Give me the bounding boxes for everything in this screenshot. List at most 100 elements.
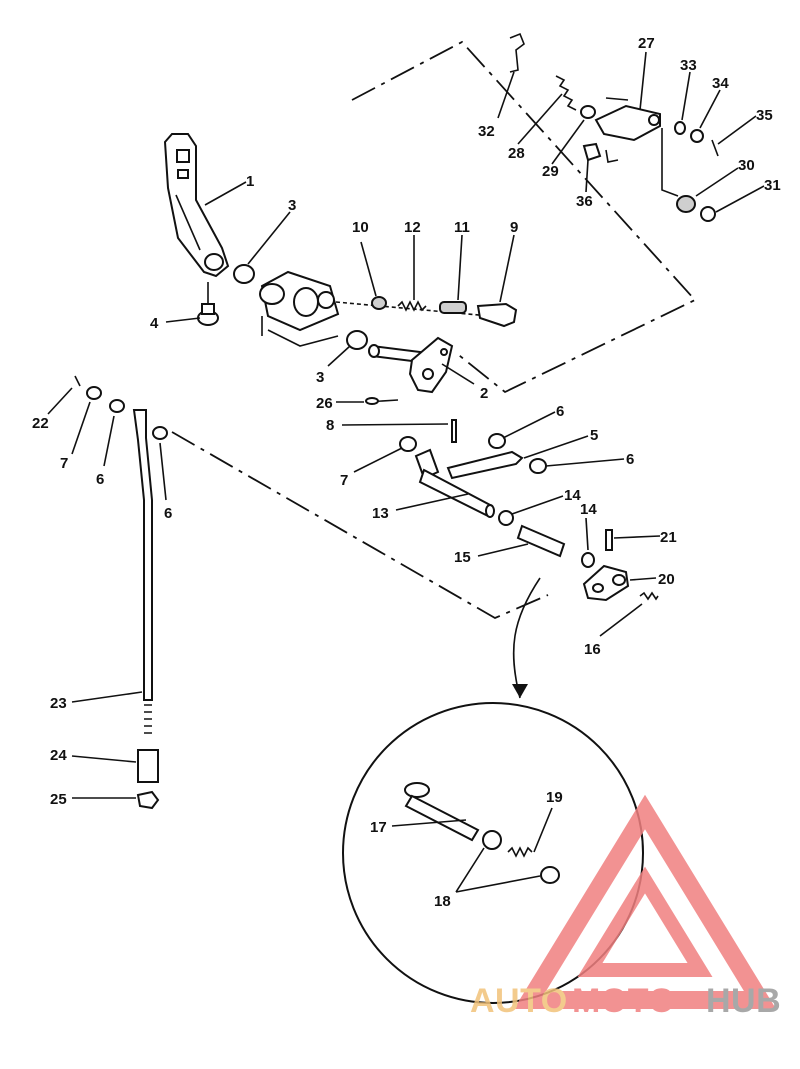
callout-16: 16 bbox=[584, 641, 601, 658]
callout-20: 20 bbox=[658, 571, 675, 588]
callout-1: 1 bbox=[246, 173, 254, 190]
callout-30: 30 bbox=[738, 157, 755, 174]
callout-4: 4 bbox=[150, 315, 159, 332]
shift-lever-part bbox=[163, 133, 230, 278]
callout-14-b: 14 bbox=[580, 501, 597, 518]
callout-34: 34 bbox=[712, 75, 729, 92]
callout-3-lower: 3 bbox=[316, 369, 324, 386]
throttle-cam-27 bbox=[594, 104, 661, 142]
washer-14-a bbox=[498, 510, 514, 526]
callout-6-mid-b: 6 bbox=[626, 451, 634, 468]
spring-16 bbox=[639, 591, 659, 601]
callout-26: 26 bbox=[316, 395, 333, 412]
callout-5: 5 bbox=[590, 427, 598, 444]
callout-7-left: 7 bbox=[60, 455, 68, 472]
callout-18: 18 bbox=[434, 893, 451, 910]
washer-7-mid bbox=[399, 436, 417, 452]
callout-6-left-a: 6 bbox=[96, 471, 104, 488]
callout-29: 29 bbox=[542, 163, 559, 180]
callout-15: 15 bbox=[454, 549, 471, 566]
callout-6-mid-a: 6 bbox=[556, 403, 564, 420]
detent-spring-12 bbox=[397, 300, 427, 312]
pin-35 bbox=[711, 139, 719, 157]
clip-32 bbox=[509, 32, 525, 73]
washer-29 bbox=[580, 105, 596, 119]
screw-36 bbox=[582, 142, 602, 162]
detail-spring-19 bbox=[507, 846, 533, 858]
callout-21: 21 bbox=[660, 529, 677, 546]
rod-end-link bbox=[661, 128, 679, 197]
spring-28 bbox=[555, 75, 577, 111]
bellcrank-shaft-13 bbox=[414, 448, 495, 518]
callout-14-a: 14 bbox=[564, 487, 581, 504]
washer-33 bbox=[674, 121, 686, 135]
pin-21 bbox=[605, 529, 613, 551]
shift-rod-23 bbox=[132, 409, 153, 734]
watermark-brand-auto: AUTO bbox=[470, 982, 568, 1020]
callout-13: 13 bbox=[372, 505, 389, 522]
watermark-logo: AUTO MOTO HUB bbox=[470, 794, 781, 1020]
callout-27: 27 bbox=[638, 35, 655, 52]
pivot-plate-20-hole bbox=[592, 583, 604, 593]
throttle-cam-27-hub bbox=[648, 114, 660, 126]
cotter-pin-26-head bbox=[365, 397, 379, 405]
washer-6-left-b bbox=[152, 426, 168, 440]
callout-19: 19 bbox=[546, 789, 563, 806]
callout-labels: 1 3 4 3 2 10 12 11 9 26 8 6 5 6 7 13 14 … bbox=[32, 35, 781, 910]
shaft-housing-part bbox=[259, 270, 340, 347]
washer-7-left bbox=[86, 386, 102, 400]
washer-3-lower bbox=[346, 330, 368, 350]
callout-9: 9 bbox=[510, 219, 518, 236]
washer-14-b bbox=[581, 552, 595, 568]
pivot-plate-20-hub bbox=[612, 574, 626, 586]
shift-shaft-part bbox=[368, 336, 454, 394]
sleeve-15 bbox=[516, 524, 566, 558]
callout-8: 8 bbox=[326, 417, 334, 434]
pin-8 bbox=[451, 419, 457, 443]
bushing-30 bbox=[676, 195, 696, 213]
detail-inset-arrow bbox=[512, 577, 541, 699]
lever-bolt-part bbox=[197, 282, 219, 326]
washer-6-left-a bbox=[109, 399, 125, 413]
jam-nut-25 bbox=[136, 790, 160, 810]
watermark-brand-moto: MOTO bbox=[572, 982, 675, 1020]
leader-lines bbox=[47, 51, 765, 893]
washer-3-upper bbox=[233, 264, 255, 284]
callout-17: 17 bbox=[370, 819, 387, 836]
detail-inset-arrowhead bbox=[512, 684, 528, 698]
callout-11: 11 bbox=[454, 219, 470, 236]
callout-32: 32 bbox=[478, 123, 495, 140]
upper-group-outline bbox=[351, 40, 697, 394]
bracket-outline bbox=[605, 97, 629, 163]
detail-bushing-18-b bbox=[540, 866, 560, 884]
detent-sleeve-11 bbox=[439, 301, 467, 314]
callout-3-upper: 3 bbox=[288, 197, 296, 214]
callout-7-mid: 7 bbox=[340, 472, 348, 489]
callout-10: 10 bbox=[352, 219, 369, 236]
washer-6-mid-a bbox=[488, 433, 506, 449]
callout-33: 33 bbox=[680, 57, 697, 74]
cotter-pin-22 bbox=[74, 375, 81, 387]
lower-group-outline bbox=[171, 431, 549, 620]
watermark-triangle-outer bbox=[513, 794, 777, 1009]
callout-28: 28 bbox=[508, 145, 525, 162]
callout-24: 24 bbox=[50, 747, 67, 764]
watermark-triangle-inner bbox=[577, 866, 713, 977]
link-rod-5 bbox=[446, 450, 524, 480]
watermark-brand-hub: HUB bbox=[706, 982, 781, 1020]
callout-36: 36 bbox=[576, 193, 593, 210]
washer-6-mid-b bbox=[529, 458, 547, 474]
detail-shaft-17 bbox=[404, 782, 480, 842]
nut-31 bbox=[700, 206, 716, 222]
detent-plug-9 bbox=[476, 302, 518, 328]
callout-22: 22 bbox=[32, 415, 49, 432]
callout-31: 31 bbox=[764, 177, 781, 194]
nut-34 bbox=[690, 129, 704, 143]
coupling-nut-24 bbox=[137, 749, 159, 783]
callout-6-left-b: 6 bbox=[164, 505, 172, 522]
callout-12: 12 bbox=[404, 219, 421, 236]
detent-ball-10 bbox=[371, 296, 387, 310]
callout-25: 25 bbox=[50, 791, 67, 808]
